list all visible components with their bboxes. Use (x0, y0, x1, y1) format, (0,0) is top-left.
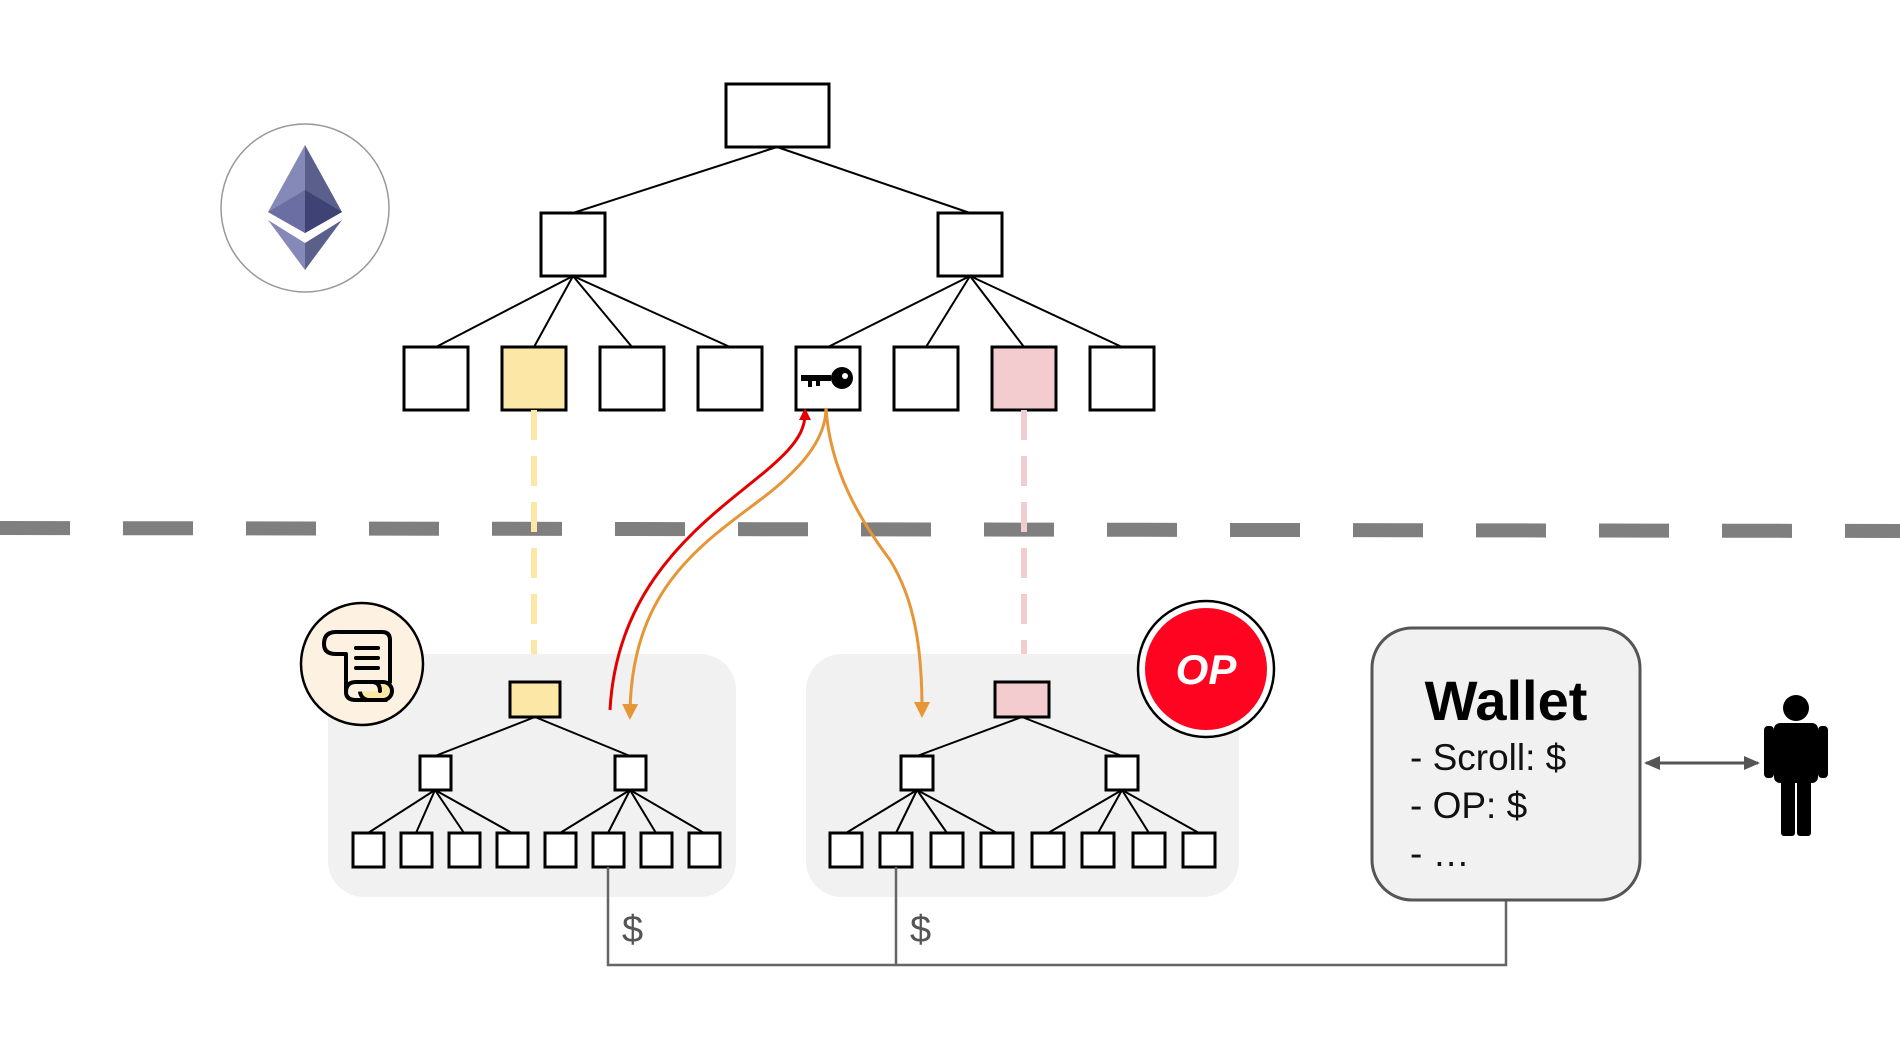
op-root-node (993, 680, 1051, 719)
scroll-leaf-node (591, 831, 626, 869)
l1-internal-node (539, 211, 607, 278)
ethereum-badge (220, 123, 390, 293)
op-internal-node (899, 754, 935, 792)
scroll-leaf-node (687, 831, 722, 869)
scroll-leaf-node (639, 831, 674, 869)
wallet-line-scroll: - Scroll: $ (1410, 737, 1566, 778)
op-balance-label: $ (910, 909, 931, 951)
l1-internal-node (936, 211, 1004, 278)
scroll-tree-edges (367, 716, 705, 834)
op-leaf-node (828, 831, 864, 869)
op-leaf-node (878, 831, 914, 869)
optimism-logo-text: OP (1176, 646, 1238, 693)
scroll-balance-label: $ (622, 909, 643, 951)
scroll-leaf-node (399, 831, 434, 869)
key-icon (801, 367, 853, 389)
ethereum-logo-icon (268, 145, 342, 270)
op-leaf-node (979, 831, 1015, 869)
op-leaf-node (1181, 831, 1217, 869)
scroll-leaf-node (495, 831, 530, 869)
l1-tree (402, 82, 1156, 412)
op-tree-edges (845, 716, 1200, 834)
keystore-to-scroll-arrow (622, 407, 828, 720)
l1-tree-edges (435, 146, 1123, 348)
keystore-to-op-arrow (824, 407, 930, 718)
person-icon (1764, 695, 1828, 836)
wallet-box: Wallet - Scroll: $ - OP: $ - … (1370, 626, 1642, 902)
scroll-badge (299, 601, 425, 727)
op-leaf-node (1030, 831, 1066, 869)
l1-leaf-node (892, 345, 960, 412)
optimism-logo-icon (1145, 608, 1267, 730)
scroll-root-node (508, 680, 562, 719)
l1-leaf-node (696, 345, 764, 412)
l1-leaf-node-scroll (500, 345, 568, 412)
op-leaf-node (1080, 831, 1116, 869)
op-leaf-node (929, 831, 965, 869)
fund-connectors (606, 867, 1508, 967)
layer-divider (0, 521, 1900, 538)
scroll-leaf-node (543, 831, 578, 869)
l1-leaf-node (598, 345, 666, 412)
scroll-leaf-node (447, 831, 482, 869)
scroll-internal-node (613, 754, 648, 792)
optimism-badge: OP (1136, 599, 1276, 739)
scroll-leaf-node (351, 831, 386, 869)
wallet-title: Wallet (1425, 669, 1588, 732)
op-internal-node (1104, 754, 1140, 792)
scroll-logo-icon (322, 630, 394, 702)
l1-leaf-node (402, 345, 470, 412)
l1-leaf-node (1088, 345, 1156, 412)
op-leaf-node (1131, 831, 1167, 869)
l1-leaf-node-op (990, 345, 1058, 412)
l1-root-node (724, 82, 831, 149)
scroll-internal-node (418, 754, 453, 792)
wallet-line-op: - OP: $ (1410, 785, 1527, 826)
read-keystore-arrow (608, 408, 811, 711)
wallet-line-more: - … (1410, 833, 1470, 874)
